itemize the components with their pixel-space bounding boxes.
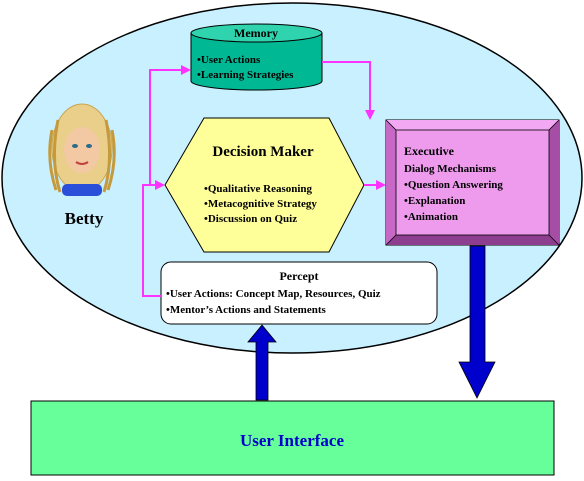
to-memory-arrow (149, 65, 191, 185)
memory-item: •Learning Strategies (197, 69, 294, 81)
decision-maker-title: Decision Maker (212, 144, 314, 160)
executive-item: •Question Answering (404, 179, 503, 191)
user-interface-label: User Interface (240, 431, 344, 450)
betty-avatar (48, 103, 116, 196)
executive-title: Executive (404, 144, 455, 158)
executive-item: •Explanation (404, 195, 465, 207)
executive-subtitle: Dialog Mechanisms (404, 163, 497, 175)
ui-to-percept-arrow (247, 324, 277, 401)
percept-item: •User Actions: Concept Map, Resources, Q… (166, 288, 381, 300)
percept-title: Percept (279, 269, 318, 283)
percept-item: •Mentor’s Actions and Statements (166, 304, 326, 316)
memory-to-executive-arrow (322, 61, 375, 120)
executive-component (385, 119, 560, 246)
executive-to-ui-arrow (458, 245, 496, 399)
magenta-connectors (142, 61, 386, 297)
executive-item: •Animation (404, 211, 458, 223)
decision-maker-hexagon (164, 117, 365, 253)
memory-title: Memory (234, 26, 278, 40)
memory-component (190, 23, 323, 91)
user-interface-box (30, 400, 555, 476)
decision-maker-item: •Qualitative Reasoning (204, 183, 313, 195)
blue-connectors (247, 245, 496, 401)
decision-maker-item: •Discussion on Quiz (204, 213, 297, 225)
betty-label: Betty (65, 209, 104, 228)
percept-box (160, 261, 438, 325)
memory-item: •User Actions (197, 54, 261, 66)
decision-maker-item: •Metacognitive Strategy (204, 198, 317, 210)
percept-to-decision-arrow (142, 180, 165, 297)
